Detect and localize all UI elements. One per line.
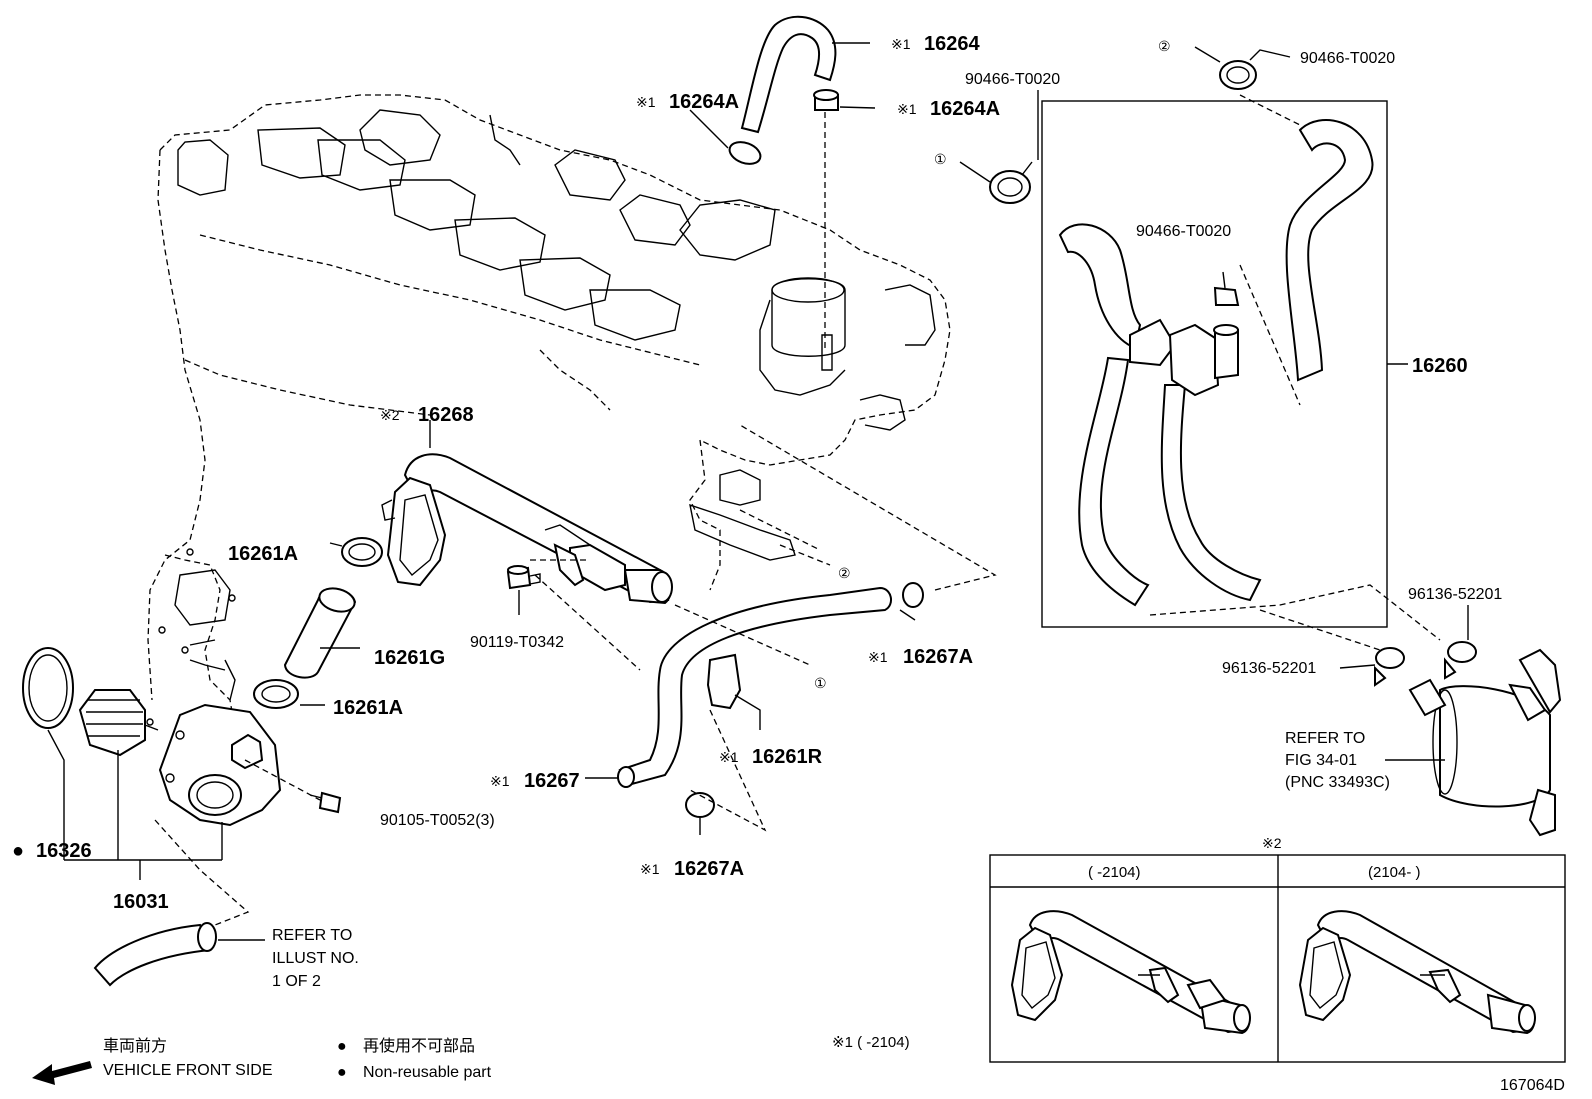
refer-illust-line1: REFER TO (272, 927, 352, 944)
legend-nonreuse-en: Non-reusable part (363, 1064, 492, 1081)
hose-right-upper (1239, 94, 1374, 382)
label-16260: 16260 (1412, 355, 1468, 377)
legend-dot-icon: ● (337, 1064, 347, 1081)
clip-16261R (706, 653, 761, 730)
part-90119: 90119-T0342 (470, 634, 564, 651)
clamp-16261A-top (329, 537, 383, 567)
thermostat (78, 689, 159, 860)
inset-pipe-left (1010, 910, 1251, 1035)
mark-kome1: ※1 (636, 94, 656, 110)
dashed-leaders-mid (534, 544, 831, 832)
bolt-90119 (506, 559, 590, 615)
hose-left-double (1058, 223, 1441, 651)
mark-kome1: ※1 (640, 861, 660, 877)
label-16261R: 16261R (752, 746, 823, 768)
clamp-96136-left (1339, 647, 1405, 687)
label-16268: 16268 (418, 404, 474, 426)
label-16326: 16326 (36, 840, 92, 862)
label-16031: 16031 (113, 891, 169, 913)
engine-outline (147, 94, 951, 731)
bracket-16031 (64, 859, 222, 880)
inset-col-left: ( -2104) (1088, 864, 1141, 881)
mark-circle1: ① (814, 675, 827, 691)
part-96136-right: 96136-52201 (1408, 586, 1502, 603)
mark-kome1: ※1 (719, 749, 739, 765)
oil-cooler (1385, 648, 1562, 837)
mark-kome2: ※2 (380, 407, 400, 423)
label-16267A-bottom: 16267A (674, 858, 744, 880)
part-90466-right: 90466-T0020 (1136, 223, 1231, 240)
text-labels: ※1 16264 ※1 16264A ※1 16264A 90466-T0020… (12, 33, 1565, 1094)
figure-id: 167064D (1500, 1077, 1565, 1094)
nonreusable-dot-icon: ● (12, 840, 24, 862)
clamp-16264A-right (813, 89, 876, 371)
mark-circle2: ② (838, 565, 851, 581)
inset-col-right: (2104- ) (1368, 864, 1421, 881)
water-inlet-housing (158, 703, 282, 860)
bolt-90105 (244, 759, 342, 814)
label-16267: 16267 (524, 770, 580, 792)
clamp-16264A-left (689, 109, 762, 165)
label-16264: 16264 (924, 33, 980, 55)
refer-oilcooler-line1: REFER TO (1285, 730, 1365, 747)
label-16261A-top: 16261A (228, 543, 298, 565)
part-90105: 90105-T0052(3) (380, 812, 495, 829)
pipe-16267 (585, 586, 892, 788)
inset-box (989, 854, 1566, 1063)
mark-kome1: ※1 (490, 773, 510, 789)
mark-circle2: ② (1158, 38, 1171, 54)
clamp-16261A-bottom (253, 679, 325, 709)
vehicle-front-arrow-icon (32, 1061, 92, 1085)
inset-note: ※2 (1262, 835, 1282, 851)
refer-illust-line2: ILLUST NO. (272, 950, 359, 967)
part-96136-left: 96136-52201 (1222, 660, 1316, 677)
hose-16261G (283, 587, 360, 679)
refer-illust-line3: 1 OF 2 (272, 973, 321, 990)
mark-kome1: ※1 (897, 101, 917, 117)
hose-box-16260 (1041, 100, 1408, 628)
gasket-16326 (22, 647, 74, 860)
part-90466-top: 90466-T0020 (1300, 50, 1395, 67)
legend-nonreuse-jp: 再使用不可部品 (363, 1037, 475, 1055)
mark-kome1: ※1 (868, 649, 888, 665)
label-16267A-right: 16267A (903, 646, 973, 668)
footnote-kome1: ※1 ( -2104) (832, 1034, 910, 1051)
legend-front-jp: 車両前方 (103, 1037, 167, 1055)
hose-16264 (740, 15, 870, 134)
pipe-16268 (381, 420, 673, 605)
clamp-96136-right (1444, 605, 1477, 680)
refer-oilcooler-line3: (PNC 33493C) (1285, 774, 1390, 791)
legend-front-en: VEHICLE FRONT SIDE (103, 1062, 273, 1079)
legend-dot-icon: ● (337, 1038, 347, 1055)
label-16264A-left: 16264A (669, 91, 739, 113)
clamp-90466-top (1194, 46, 1291, 90)
clamp-16267A-bottom (685, 792, 715, 835)
mark-kome1: ※1 (891, 36, 911, 52)
label-16261A-bottom: 16261A (333, 697, 403, 719)
refer-oilcooler-line2: FIG 34-01 (1285, 752, 1357, 769)
clamp-circle1 (959, 90, 1039, 204)
clamp-16267A-right (739, 424, 997, 621)
mark-circle1: ① (934, 151, 947, 167)
part-90466-mid: 90466-T0020 (965, 71, 1060, 88)
label-16261G: 16261G (374, 647, 445, 669)
inset-pipe-right (1298, 910, 1536, 1035)
refer-illust-hose (93, 819, 265, 987)
label-16264A-right: 16264A (930, 98, 1000, 120)
